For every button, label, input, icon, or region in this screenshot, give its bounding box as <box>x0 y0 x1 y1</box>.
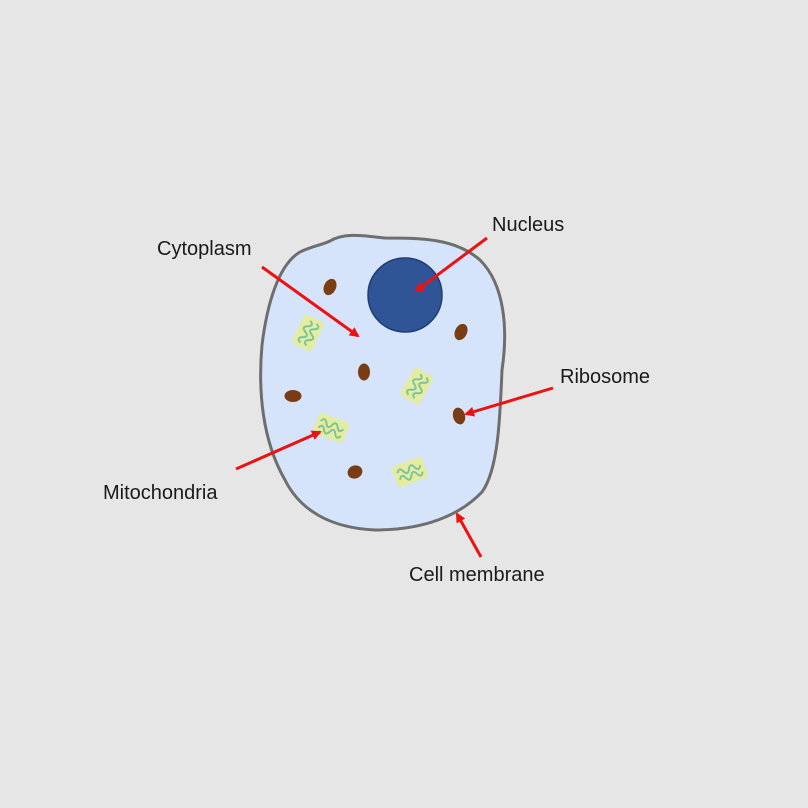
mitochondrion-shape <box>400 367 434 405</box>
ribosome-arrow <box>464 386 554 417</box>
ribosome-shape <box>347 465 363 479</box>
mitochondrion-shape <box>392 457 428 487</box>
ribosome-shape <box>452 407 466 425</box>
ribosome-shape <box>323 278 337 296</box>
pointer-arrows <box>235 236 554 558</box>
nucleus-shape <box>367 257 443 333</box>
label-ribosome: Ribosome <box>560 366 650 388</box>
cell-membrane-arrow <box>455 512 483 558</box>
mitochondria-group <box>292 314 434 487</box>
mitochondrion-shape <box>292 314 324 352</box>
cytoplasm-arrow <box>261 265 360 338</box>
label-nucleus: Nucleus <box>492 214 564 236</box>
ribosome-shape <box>284 390 302 402</box>
label-cytoplasm: Cytoplasm <box>157 238 251 260</box>
label-cell-membrane: Cell membrane <box>409 564 545 586</box>
mitochondrion-shape <box>313 413 349 443</box>
mitochondria-arrow <box>235 430 322 471</box>
label-mitochondria: Mitochondria <box>103 482 218 504</box>
ribosome-shape <box>358 363 370 381</box>
ribosome-shape <box>454 323 468 341</box>
nucleus-arrow <box>414 236 488 293</box>
ribosomes <box>284 278 468 479</box>
